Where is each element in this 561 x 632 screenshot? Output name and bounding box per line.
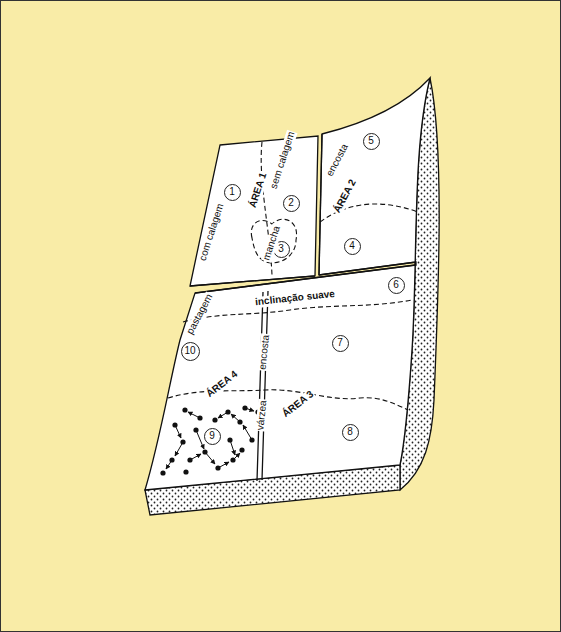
flow-arrow <box>231 414 240 422</box>
callout-number: 3 <box>278 244 284 254</box>
map-label: com calagem <box>198 201 227 263</box>
flow-arrow <box>188 412 200 418</box>
callout-circle: 5 <box>363 133 380 150</box>
map-label: ÁREA 4 <box>204 368 241 400</box>
flow-arrow <box>190 454 201 460</box>
callout-number: 5 <box>368 136 374 146</box>
map-label: pastagem <box>185 291 216 336</box>
drainage-dot <box>182 407 187 412</box>
callout-number: 10 <box>184 346 195 356</box>
flow-arrow <box>233 453 240 460</box>
drainage-dot <box>239 447 244 452</box>
callout-number: 9 <box>209 431 215 441</box>
flow-arrow <box>245 408 254 411</box>
callout-circle: 10 <box>181 342 200 361</box>
drainage-dot <box>183 469 188 474</box>
flow-arrow <box>205 452 215 464</box>
map-label: encosta <box>325 141 352 179</box>
flow-arrow <box>175 425 181 438</box>
flow-arrow <box>166 460 172 469</box>
flow-arrow <box>218 412 228 418</box>
flow-arrow <box>175 442 183 456</box>
callout-number: 7 <box>337 338 343 348</box>
drainage-dot <box>212 417 217 422</box>
callout-circle: 9 <box>204 428 221 445</box>
callout-number: 4 <box>349 241 355 251</box>
map-label: várzea <box>255 399 269 432</box>
callout-circle: 7 <box>332 335 349 352</box>
flow-arrow <box>243 425 252 440</box>
map-label: sem calagem <box>269 129 298 191</box>
flow-arrow <box>218 462 229 468</box>
callout-circle: 8 <box>342 424 359 441</box>
callout-circle: 1 <box>224 184 241 201</box>
callout-number: 2 <box>288 198 294 208</box>
flow-arrow <box>230 440 235 455</box>
callout-circle: 6 <box>388 277 405 294</box>
callout-number: 1 <box>229 187 235 197</box>
drainage-dot <box>160 470 165 475</box>
map-label: inclinação suave <box>254 288 337 307</box>
map-label: ÁREA 2 <box>331 177 358 216</box>
callout-number: 6 <box>393 280 399 290</box>
callout-circle: 2 <box>283 195 300 212</box>
callout-number: 8 <box>347 427 353 437</box>
map-label: ÁREA 3 <box>280 388 317 420</box>
flow-arrow <box>196 430 204 449</box>
callout-circle: 4 <box>344 238 361 255</box>
map-label: encosta <box>258 333 272 371</box>
map-label: ÁREA 1 <box>247 170 269 210</box>
